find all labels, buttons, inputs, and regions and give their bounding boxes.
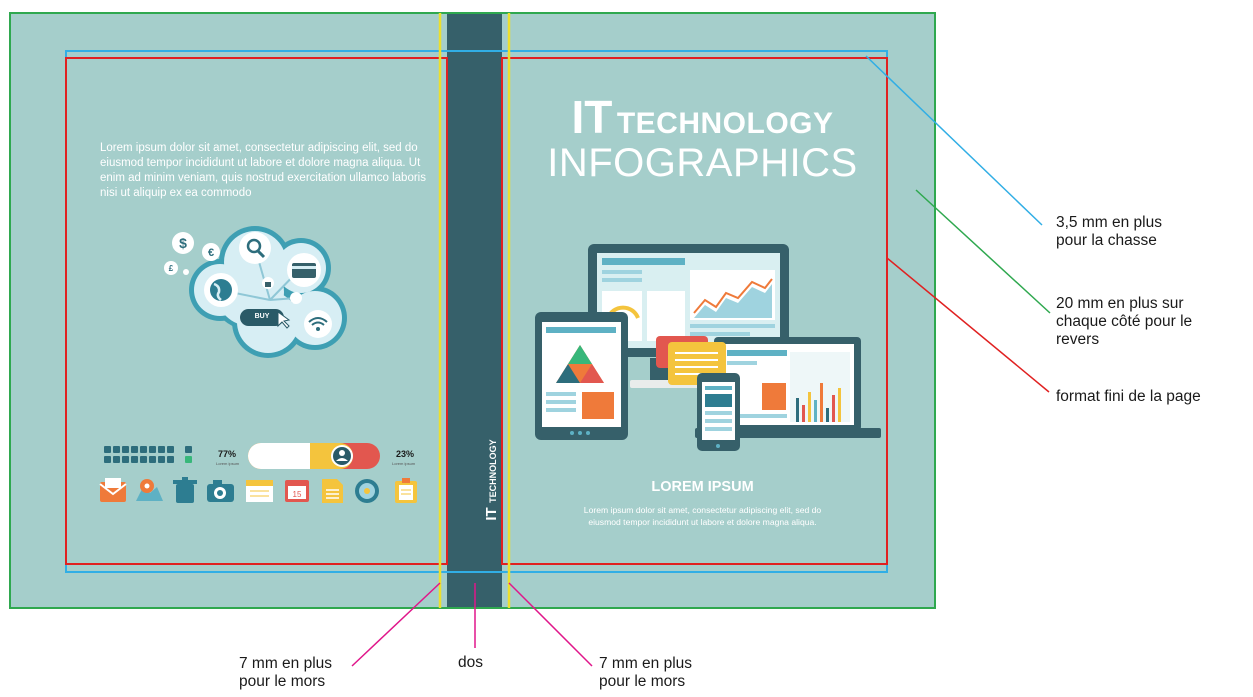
trim-outline-front (501, 57, 888, 565)
back-cover-lorem-text: Lorem ipsum dolor sit amet, consectetur … (100, 142, 426, 199)
annotation-mors-right: 7 mm en plus pour le mors (599, 655, 692, 691)
spine-title-technology: TECHNOLOGY (488, 439, 498, 503)
cloud-infographic: $ € £ (164, 226, 347, 358)
tablet-icon (535, 312, 628, 440)
svg-text:£: £ (169, 264, 174, 273)
spine-title: IT TECHNOLOGY (483, 420, 503, 540)
icon-row: 15 (99, 477, 417, 503)
front-title-technology: TECHNOLOGY (616, 107, 834, 140)
cd-icon (355, 479, 379, 503)
annotation-revers-line3: revers (1056, 331, 1100, 348)
cursor-icon (277, 311, 291, 329)
document-icon (322, 479, 343, 503)
mail-icon (99, 478, 127, 502)
svg-text:$: $ (179, 235, 187, 251)
spine-panel (447, 13, 502, 608)
progress-left-caption: Lorem ipsum (216, 461, 240, 466)
pointer-revers (915, 189, 1051, 314)
annotation-format: format fini de la page (1056, 388, 1201, 405)
annotation-revers-line2: chaque côté pour le (1056, 313, 1193, 330)
camera-icon (207, 480, 234, 502)
phone-icon (697, 373, 740, 451)
bleed-outline (9, 12, 936, 609)
annotation-dos: dos (458, 654, 483, 671)
trim-outline-back (65, 57, 448, 565)
annotation-mors-left-line1: 7 mm en plus (239, 655, 333, 672)
laptop-icon (695, 337, 881, 438)
devices-illustration (535, 244, 881, 451)
annotation-mors-right-line2: pour le mors (599, 673, 686, 690)
annotation-mors-left: 7 mm en plus pour le mors (239, 655, 332, 691)
annotation-chasse-line2: pour la chasse (1056, 232, 1157, 249)
buy-button-label: BUY (254, 313, 270, 320)
notepad-icon (246, 480, 273, 502)
pointer-format (886, 257, 1050, 393)
spine-title-it: IT (483, 507, 500, 521)
annotation-mors-left-line2: pour le mors (239, 673, 326, 690)
pointer-mors-right (508, 582, 593, 667)
progress-right-percent: 23% (396, 449, 415, 459)
svg-text:€: € (208, 247, 214, 259)
small-icon-grid (104, 446, 192, 463)
clipboard-icon (395, 478, 417, 503)
pointer-chasse (865, 55, 1043, 226)
front-title-it: IT (571, 91, 613, 143)
svg-text:15: 15 (293, 490, 302, 499)
front-title-infographics: INFOGRAPHICS (547, 141, 858, 185)
euro-icon (202, 243, 220, 261)
annotation-chasse: 3,5 mm en plus pour la chasse (1056, 214, 1162, 250)
calendar-icon: 15 (285, 480, 309, 502)
annotation-revers-line1: 20 mm en plus sur (1056, 295, 1184, 312)
front-heading: LOREM IPSUM (651, 479, 754, 495)
monitor-icon (588, 244, 789, 388)
wifi-icon (304, 310, 332, 338)
progress-bar (248, 443, 380, 469)
map-pin-icon (136, 479, 163, 501)
front-body-text: Lorem ipsum dolor sit amet, consectetur … (583, 505, 822, 527)
annotation-revers: 20 mm en plus sur chaque côté pour le re… (1056, 295, 1192, 349)
progress-left-percent: 77% (218, 449, 237, 459)
annotation-mors-right-line1: 7 mm en plus (599, 655, 693, 672)
pound-icon (164, 261, 178, 275)
search-icon (239, 232, 271, 264)
dollar-icon (172, 232, 194, 254)
pointer-mors-left (351, 582, 441, 667)
progress-right-caption: Lorem ipsum (392, 461, 416, 466)
buy-button-shape (240, 309, 284, 326)
front-title: IT TECHNOLOGY (515, 90, 890, 144)
trash-icon (173, 477, 197, 503)
annotation-chasse-line1: 3,5 mm en plus (1056, 214, 1162, 231)
